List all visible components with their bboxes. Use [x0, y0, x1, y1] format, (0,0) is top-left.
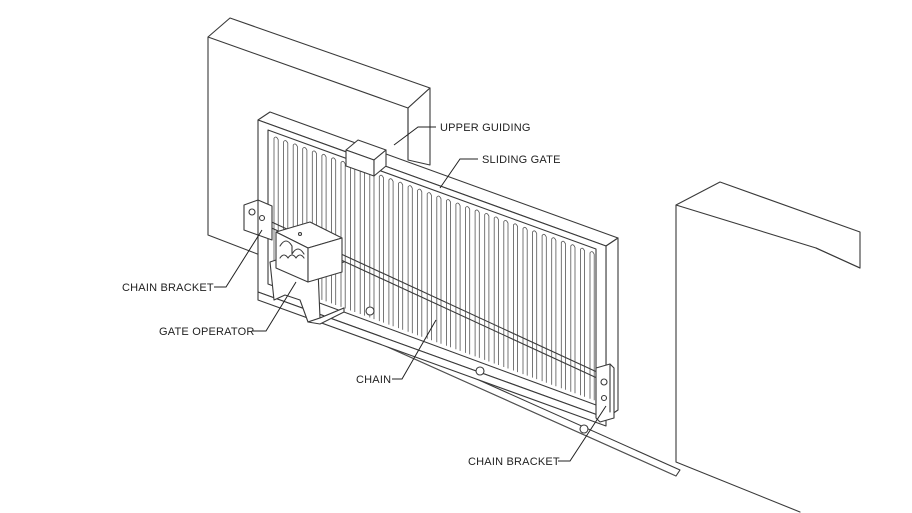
label-gate-operator: GATE OPERATOR [159, 326, 255, 338]
label-upper-guiding: UPPER GUIDING [440, 122, 531, 134]
leader-sliding-gate [439, 158, 478, 189]
gate-bar [321, 153, 327, 302]
gate-wheel [365, 306, 375, 316]
sliding-gate [257, 111, 619, 434]
gate-bar [446, 199, 451, 348]
gate-bar [331, 157, 337, 305]
chain-bracket-right [595, 363, 615, 423]
gate-bar [340, 160, 346, 309]
chain-bracket-left [243, 199, 273, 241]
gate-bar [302, 147, 308, 295]
gate-bar [388, 178, 394, 327]
leader-gate-operator [252, 281, 297, 332]
gate-bar [455, 202, 461, 351]
gate-bar [580, 247, 585, 397]
label-chain: CHAIN [356, 374, 391, 386]
leader-upper-guiding [393, 126, 436, 146]
gate-bar [560, 240, 566, 390]
upper-guiding-block [345, 139, 387, 177]
gate-wheel [475, 366, 485, 376]
gate-bar [541, 233, 547, 383]
gate-bar [426, 192, 432, 341]
leader-chain-bracket-left [214, 229, 263, 288]
gate-bar [551, 237, 557, 387]
gate-bar [522, 226, 528, 376]
gate-bar [532, 230, 538, 380]
gate-bar [436, 195, 442, 344]
gate-wheel [579, 424, 589, 434]
gate-bar [513, 223, 518, 373]
gate-bar [398, 181, 404, 330]
gate-bar [503, 220, 509, 369]
label-sliding-gate: SLIDING GATE [482, 154, 561, 166]
gate-operator [269, 221, 345, 325]
gate-bar [407, 185, 413, 334]
gate-bar [283, 140, 289, 288]
gate-bar [589, 251, 595, 401]
label-chain-bracket-right: CHAIN BRACKET [468, 456, 560, 468]
gate-bar [311, 150, 317, 298]
leader-lines [214, 126, 607, 462]
gate-bar [570, 244, 576, 394]
gate-bar [417, 188, 423, 337]
gate-bar [273, 136, 279, 284]
leader-chain [392, 319, 437, 380]
gate-bar [292, 143, 298, 291]
gate-bar [378, 174, 384, 323]
gate-bar [465, 206, 471, 355]
gate-bar [474, 209, 480, 358]
label-chain-bracket-left: CHAIN BRACKET [122, 282, 214, 294]
gate-bar [484, 213, 490, 362]
leader-chain-bracket-right [558, 405, 607, 462]
right-pillar [675, 181, 861, 513]
gate-bar [493, 216, 499, 365]
